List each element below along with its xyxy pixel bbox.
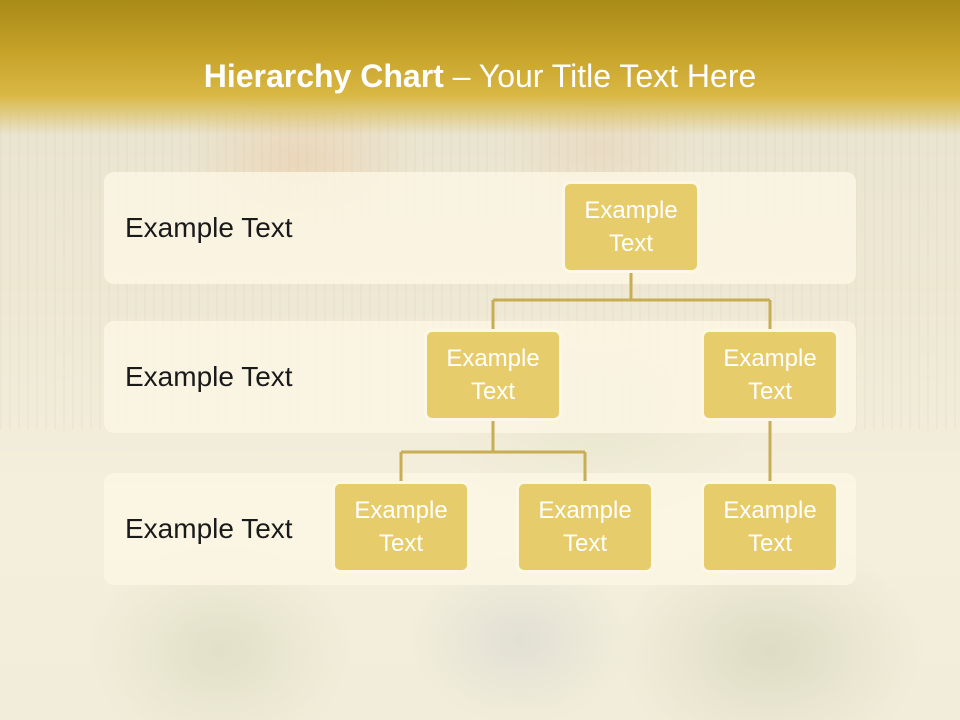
- level-label-1: Example Text: [125, 212, 293, 243]
- node-level2-left[interactable]: Example Text: [424, 329, 562, 421]
- node-root[interactable]: Example Text: [562, 181, 700, 273]
- node-level3-c[interactable]: Example Text: [701, 481, 839, 573]
- title-bar: [0, 0, 960, 135]
- level-band-1: Example Text: [104, 172, 856, 284]
- node-level2-right[interactable]: Example Text: [701, 329, 839, 421]
- node-level3-b[interactable]: Example Text: [516, 481, 654, 573]
- level-label-2: Example Text: [125, 361, 293, 392]
- title-rest: – Your Title Text Here: [443, 58, 757, 94]
- slide-title: Hierarchy Chart – Your Title Text Here: [0, 56, 960, 96]
- node-level3-a[interactable]: Example Text: [332, 481, 470, 573]
- connector-left: [399, 421, 587, 482]
- level-label-3: Example Text: [125, 513, 293, 544]
- title-bold: Hierarchy Chart: [203, 58, 444, 94]
- connector-root: [491, 272, 772, 330]
